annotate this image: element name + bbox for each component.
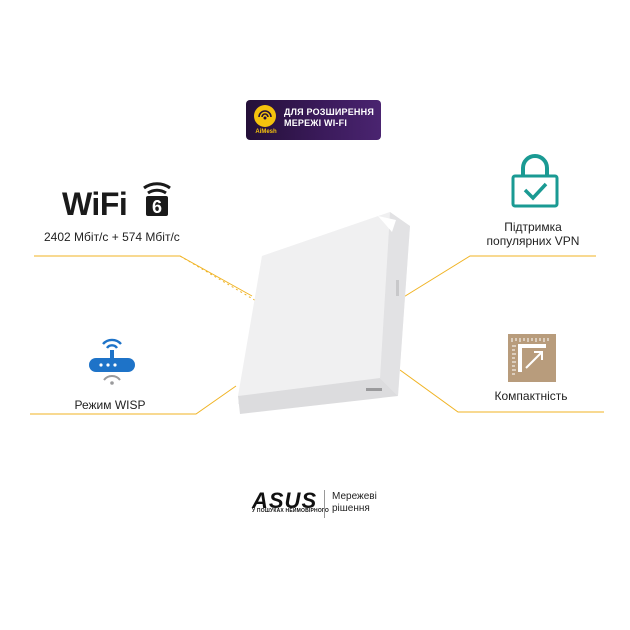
router-wisp-icon — [89, 338, 135, 385]
wisp-feature-label: Режим WISP — [74, 398, 146, 412]
compact-feature-label: Компактність — [494, 389, 568, 403]
aimesh-logo-icon — [254, 105, 276, 127]
wifi6-number: 6 — [152, 197, 162, 217]
callout-line-vpn — [401, 255, 596, 299]
callout-line-wifi-dots — [179, 255, 259, 303]
wifi-speed: 2402 Мбіт/с + 574 Мбіт/с — [44, 230, 180, 244]
vpn-label-line2: популярних VPN — [486, 234, 580, 248]
footer-text-line1: Мережеві — [332, 491, 377, 502]
callout-line-compact — [399, 369, 604, 413]
aimesh-brand-label: AiMesh — [255, 129, 277, 135]
footer-divider — [324, 490, 325, 518]
callout-line-wifi — [34, 255, 253, 297]
asus-tagline: У ПОШУКАХ НЕЙМОВІРНОГО — [252, 508, 329, 514]
lock-icon — [511, 154, 559, 208]
badge-line2: МЕРЕЖІ WI-FI — [284, 118, 348, 128]
router-device — [238, 212, 410, 414]
wifi6-icon: 6 — [143, 182, 171, 217]
compact-size-icon — [508, 334, 556, 382]
vpn-label-line1: Підтримка — [504, 220, 562, 234]
badge-text: ДЛЯ РОЗШИРЕННЯ МЕРЕЖІ WI-FI — [284, 107, 380, 129]
wifi-logo-text: WiFi — [62, 186, 128, 222]
callout-line-wisp — [30, 385, 237, 415]
asus-logo: ASUS — [252, 488, 318, 513]
badge-line1: ДЛЯ РОЗШИРЕННЯ — [284, 107, 375, 117]
footer-text: Мережеві рішення — [332, 491, 377, 515]
aimesh-badge: AiMesh ДЛЯ РОЗШИРЕННЯ МЕРЕЖІ WI-FI — [246, 100, 381, 140]
vpn-feature-label: Підтримка популярних VPN — [468, 220, 598, 248]
footer-text-line2: рішення — [332, 503, 370, 514]
